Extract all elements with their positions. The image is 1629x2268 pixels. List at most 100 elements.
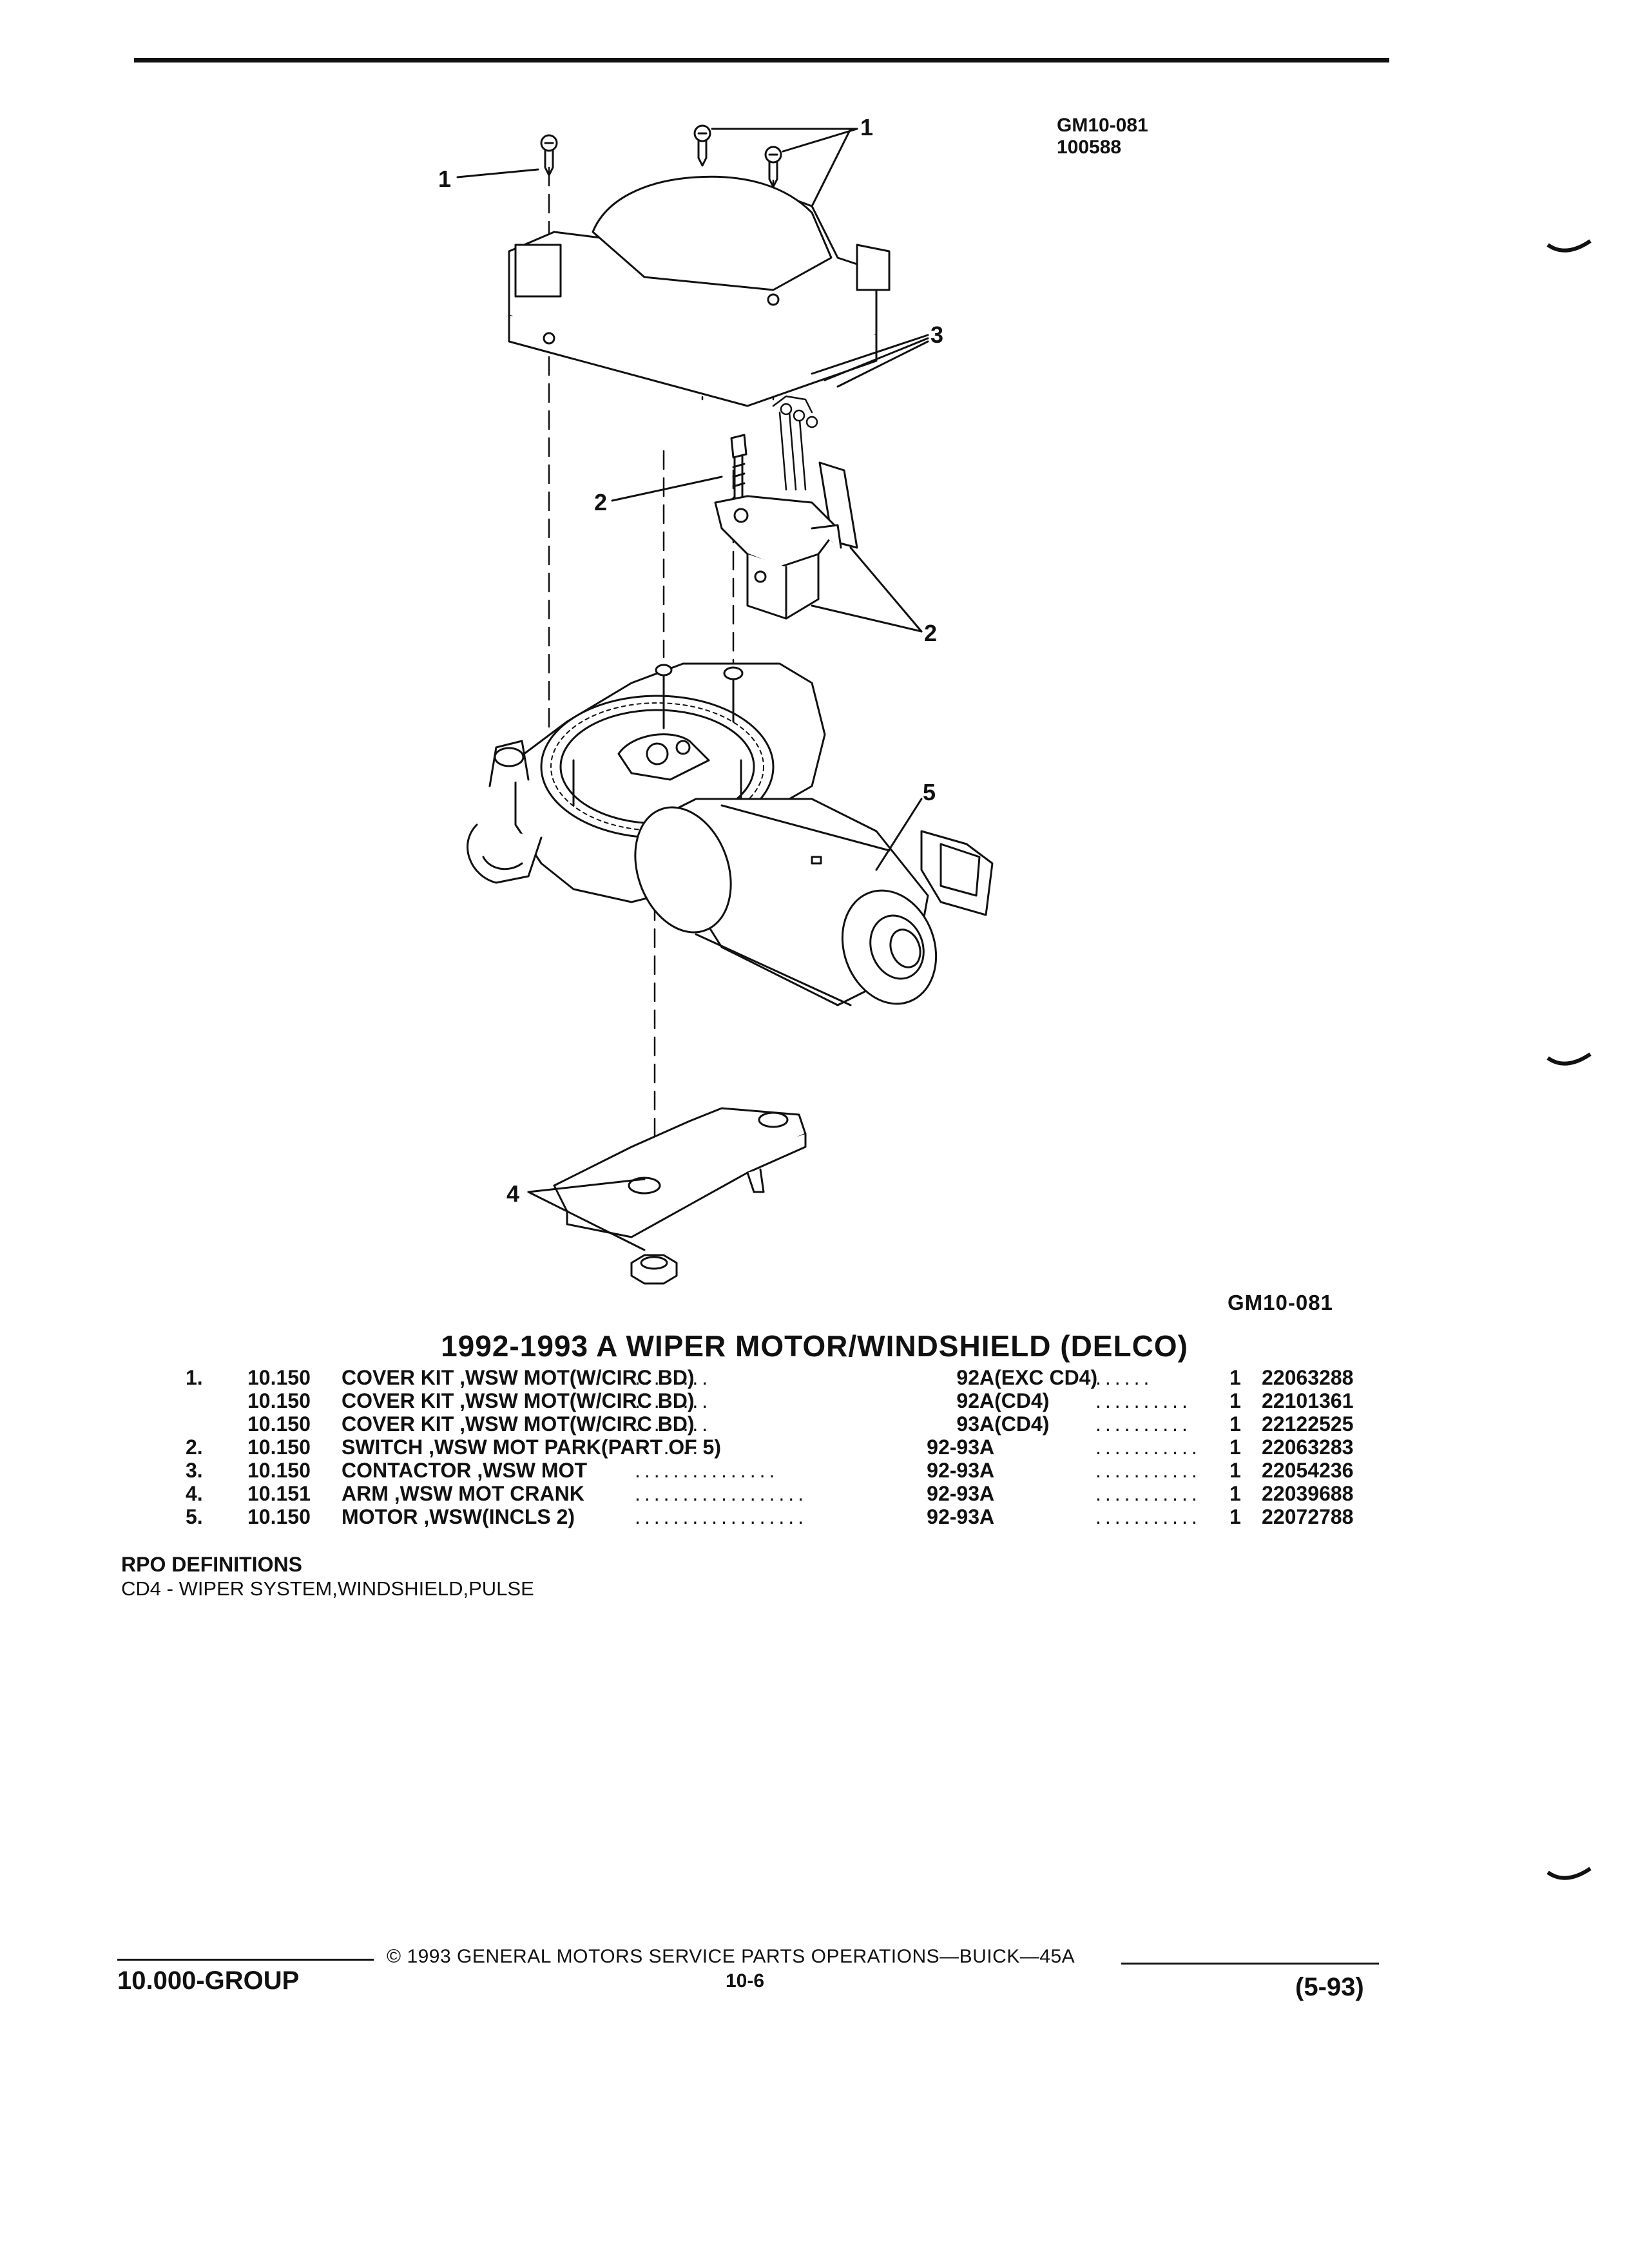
model-year: 92 — [956, 1366, 979, 1389]
callout-2-left: 2 — [594, 489, 607, 515]
leader-dots: ........ — [635, 1366, 712, 1389]
part-number: 22063288 — [1262, 1366, 1354, 1389]
leader-dots: .......... — [1095, 1389, 1191, 1412]
part-description: ARM ,WSW MOT CRANK — [342, 1482, 584, 1505]
binder-mark-icon — [1547, 239, 1592, 253]
part-description: SWITCH ,WSW MOT PARK(PART OF 5) — [342, 1436, 721, 1459]
quantity: 1 — [1229, 1482, 1241, 1505]
leader-dots: .................. — [635, 1505, 808, 1528]
leader-dots: .............. — [1095, 1459, 1199, 1482]
model-code: A(CD4) — [979, 1389, 1050, 1412]
footer-rule-left — [117, 1959, 374, 1961]
model-year: 92 — [956, 1389, 979, 1412]
contactor-plate — [818, 461, 858, 549]
model-year: 92-93 — [927, 1505, 979, 1528]
model-code: A(CD4) — [979, 1412, 1050, 1436]
callout-1-left: 1 — [438, 166, 451, 192]
group-number: 10.150 — [247, 1389, 311, 1412]
cover-screw — [540, 134, 558, 177]
binder-mark-icon — [1547, 1867, 1592, 1880]
parts-row: 1. 10.150 COVER KIT ,WSW MOT(W/CIRC BD) … — [0, 1366, 1629, 1390]
parts-row: 10.150 COVER KIT ,WSW MOT(W/CIRC BD) ...… — [0, 1412, 1629, 1437]
motor-cover — [508, 175, 891, 407]
parts-row: 10.150 COVER KIT ,WSW MOT(W/CIRC BD) ...… — [0, 1389, 1629, 1414]
model-year: 93 — [956, 1412, 979, 1436]
model-code: A(EXC CD4) — [979, 1366, 1098, 1389]
part-description: COVER KIT ,WSW MOT(W/CIRC BD) — [342, 1412, 695, 1436]
contactor — [772, 395, 818, 491]
leader-dots: .............. — [1095, 1482, 1199, 1505]
rpo-definition: CD4 - WIPER SYSTEM,WINDSHIELD,PULSE — [121, 1577, 534, 1600]
callout-leaders — [456, 128, 929, 1251]
parts-row: 4. 10.151 ARM ,WSW MOT CRANK ...........… — [0, 1482, 1629, 1506]
quantity: 1 — [1229, 1366, 1241, 1389]
quantity: 1 — [1229, 1436, 1241, 1459]
part-description: COVER KIT ,WSW MOT(W/CIRC BD) — [342, 1389, 695, 1412]
switch-screw — [730, 434, 747, 504]
part-description: MOTOR ,WSW(INCLS 2) — [342, 1505, 575, 1528]
group-number: 10.150 — [247, 1459, 311, 1482]
quantity: 1 — [1229, 1412, 1241, 1436]
part-number: 22063283 — [1262, 1436, 1354, 1459]
model-code: A — [979, 1505, 995, 1528]
page-number: 10-6 — [726, 1970, 765, 1992]
crank-arm — [553, 1107, 807, 1238]
parts-row: 5. 10.150 MOTOR ,WSW(INCLS 2) ..........… — [0, 1505, 1629, 1530]
part-description: COVER KIT ,WSW MOT(W/CIRC BD) — [342, 1366, 695, 1389]
model-code: A — [979, 1482, 995, 1505]
group-number: 10.150 — [247, 1505, 311, 1528]
part-number: 22122525 — [1262, 1412, 1354, 1436]
callout-5: 5 — [923, 779, 936, 805]
diagram-code: GM10-081 — [1057, 115, 1148, 136]
callout-3: 3 — [930, 322, 943, 348]
leader-dots: ............... — [635, 1459, 779, 1482]
footer-copyright: © 1993 GENERAL MOTORS SERVICE PARTS OPER… — [387, 1946, 1075, 1967]
footer-rule-right — [1121, 1963, 1379, 1965]
gear-housing — [467, 662, 826, 903]
item-number: 2. — [186, 1436, 203, 1459]
binder-mark-icon — [1547, 1052, 1592, 1066]
model-year: 92-93 — [927, 1436, 979, 1459]
model-year: 92-93 — [927, 1459, 979, 1482]
diagram-code-block: GM10-081 100588 — [1057, 115, 1148, 159]
item-number: 4. — [186, 1482, 203, 1505]
callout-2-right: 2 — [924, 620, 937, 646]
electric-motor — [634, 798, 994, 1006]
callout-4: 4 — [506, 1180, 519, 1207]
leader-dots: ........ — [635, 1389, 712, 1412]
part-number: 22054236 — [1262, 1459, 1354, 1482]
park-switch — [714, 495, 842, 620]
parts-row: 2. 10.150 SWITCH ,WSW MOT PARK(PART OF 5… — [0, 1436, 1629, 1460]
exploded-parts-diagram: 1 1 2 3 2 5 4 — [438, 114, 994, 1285]
diagram-code-lower: GM10-081 — [1228, 1291, 1333, 1314]
cover-screw — [693, 124, 711, 167]
diagram-number: 100588 — [1057, 137, 1122, 158]
leader-dots: .............. — [1095, 1505, 1199, 1528]
quantity: 1 — [1229, 1389, 1241, 1412]
group-number: 10.150 — [247, 1436, 311, 1459]
item-number: 3. — [186, 1459, 203, 1482]
quantity: 1 — [1229, 1505, 1241, 1528]
model-year: 92-93 — [927, 1482, 979, 1505]
part-description: CONTACTOR ,WSW MOT — [342, 1459, 587, 1482]
item-number: 5. — [186, 1505, 203, 1528]
model-code: A — [979, 1459, 995, 1482]
leader-dots: .......... — [1095, 1412, 1191, 1436]
footer-date: (5-93) — [1295, 1973, 1364, 2001]
rpo-heading: RPO DEFINITIONS — [121, 1553, 302, 1576]
footer-group: 10.000-GROUP — [117, 1966, 300, 1995]
group-number: 10.150 — [247, 1412, 311, 1436]
leader-dots: .................. — [635, 1482, 808, 1505]
crank-nut — [630, 1254, 678, 1285]
callout-numbers: 1 1 2 3 2 5 4 — [438, 114, 943, 1207]
group-number: 10.151 — [247, 1482, 311, 1505]
page-title: 1992-1993 A WIPER MOTOR/WINDSHIELD (DELC… — [441, 1329, 1188, 1363]
part-number: 22039688 — [1262, 1482, 1354, 1505]
item-number: 1. — [186, 1366, 203, 1389]
parts-row: 3. 10.150 CONTACTOR ,WSW MOT ...........… — [0, 1459, 1629, 1483]
leader-dots: ...... — [1095, 1366, 1153, 1389]
part-number: 22072788 — [1262, 1505, 1354, 1528]
part-number: 22101361 — [1262, 1389, 1354, 1412]
leader-dots: ........ — [635, 1412, 712, 1436]
model-code: A — [979, 1436, 995, 1459]
